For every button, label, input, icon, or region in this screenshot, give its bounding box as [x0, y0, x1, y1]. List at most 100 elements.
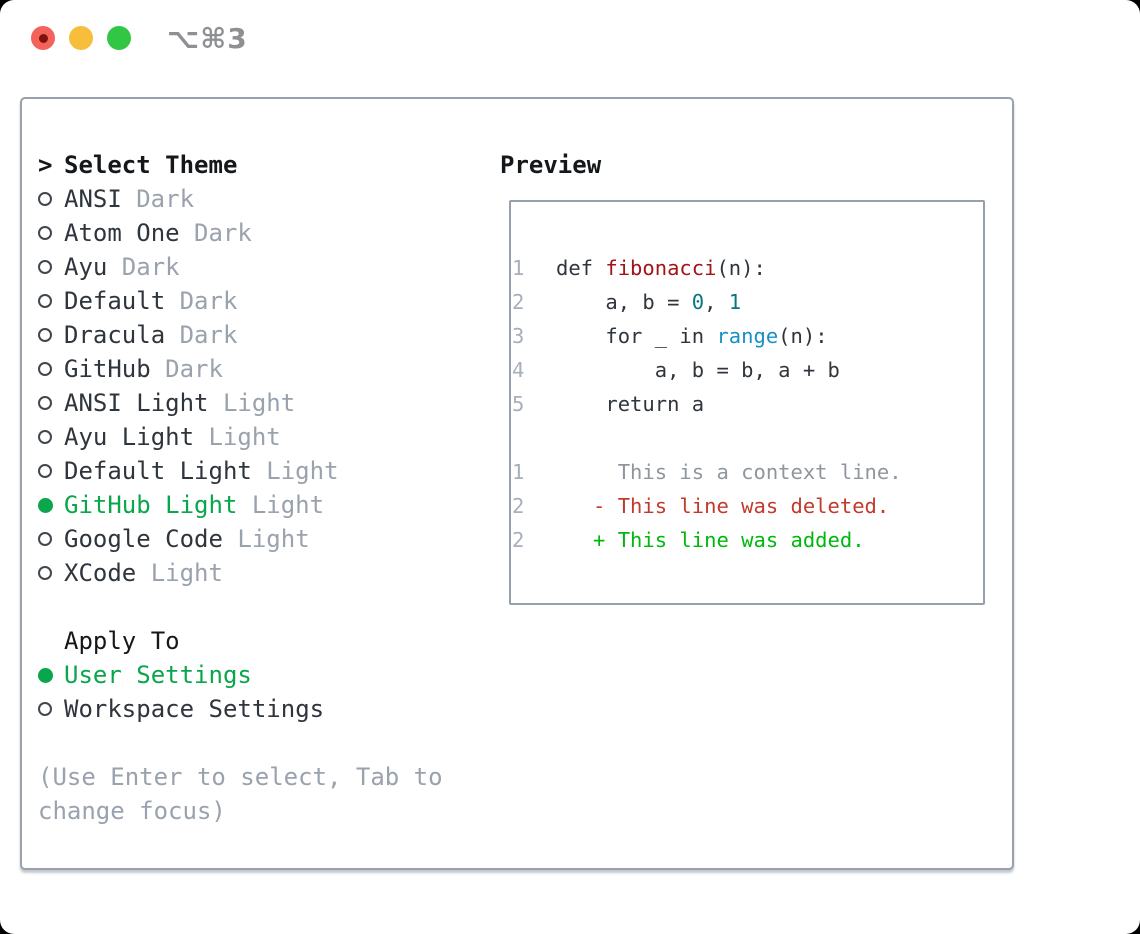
code-line	[512, 421, 983, 455]
theme-variant-label: Dark	[136, 185, 195, 213]
code-segment-del: - This line was deleted.	[556, 494, 890, 518]
radio-unselected-icon	[38, 396, 64, 410]
theme-option-label: Default	[64, 287, 166, 315]
theme-option-atom-one[interactable]: Atom One Dark	[38, 216, 443, 250]
theme-variant-label: Light	[266, 457, 339, 485]
code-line: 3 for _ in range(n):	[512, 319, 983, 353]
usage-hint: (Use Enter to select, Tab to change focu…	[38, 760, 443, 828]
theme-option-label: Atom One	[64, 219, 180, 247]
theme-option-label: ANSI Light	[64, 389, 209, 417]
theme-option-label: GitHub	[64, 355, 151, 383]
code-line: 5 return a	[512, 387, 983, 421]
select-theme-title: Select Theme	[64, 151, 238, 179]
radio-unselected-icon	[38, 702, 64, 716]
window-title: ⌥⌘3	[167, 22, 248, 55]
radio-unselected-icon	[38, 328, 64, 342]
theme-option-default[interactable]: Default Dark	[38, 284, 443, 318]
spacer	[38, 590, 443, 624]
theme-option-ansi-light[interactable]: ANSI Light Light	[38, 386, 443, 420]
code-segment-plain: a, b =	[556, 290, 692, 314]
theme-variant-label: Light	[251, 491, 325, 519]
apply-to-header: Apply To	[38, 624, 443, 658]
theme-variant-label: Dark	[179, 321, 238, 349]
hint-line-2: change focus)	[38, 797, 226, 825]
theme-variant-label: Dark	[165, 355, 223, 383]
radio-unselected-icon	[38, 464, 64, 478]
hint-line-1: (Use Enter to select, Tab to	[38, 763, 443, 791]
record-dot-icon	[38, 33, 48, 43]
spacer	[38, 726, 443, 760]
line-number: 2	[512, 290, 525, 314]
apply-option-label: User Settings	[64, 661, 252, 689]
theme-option-label: Ayu	[64, 253, 108, 281]
radio-unselected-icon	[38, 532, 64, 546]
apply-to-title: Apply To	[64, 627, 180, 655]
select-theme-header: > Select Theme	[38, 148, 443, 182]
theme-option-default-light[interactable]: Default Light Light	[38, 454, 443, 488]
theme-option-label: Ayu Light	[64, 423, 195, 451]
code-segment-plain: def	[556, 256, 606, 280]
radio-unselected-icon	[38, 294, 64, 308]
line-number: 1	[512, 460, 525, 484]
radio-unselected-icon	[38, 566, 64, 580]
theme-variant-label: Light	[237, 525, 310, 553]
code-line: 1 This is a context line.	[512, 455, 983, 489]
selection-caret-icon: >	[38, 151, 53, 179]
radio-unselected-icon	[38, 192, 64, 206]
radio-unselected-icon	[38, 226, 64, 240]
titlebar: ⌥⌘3	[0, 0, 1140, 97]
line-number: 5	[512, 392, 525, 416]
line-number: 3	[512, 324, 525, 348]
preview-title: Preview	[500, 151, 602, 179]
code-segment-builtin: range	[716, 324, 779, 348]
apply-option-workspace-settings[interactable]: Workspace Settings	[38, 692, 443, 726]
radio-selected-icon	[38, 667, 64, 683]
radio-unselected-icon	[38, 362, 64, 376]
theme-option-dracula[interactable]: Dracula Dark	[38, 318, 443, 352]
apply-option-label: Workspace Settings	[64, 695, 325, 723]
code-segment-plain: for _ in	[556, 324, 717, 348]
theme-option-ansi[interactable]: ANSI Dark	[38, 182, 443, 216]
theme-variant-label: Dark	[194, 219, 252, 247]
minimize-button[interactable]	[69, 26, 93, 50]
line-number: 2	[512, 528, 525, 552]
close-button[interactable]	[31, 26, 55, 50]
code-line: 4 a, b = b, a + b	[512, 353, 983, 387]
code-segment-plain: a, b = b, a + b	[556, 358, 840, 382]
radio-selected-icon	[38, 497, 64, 513]
code-segment-plain: (n):	[716, 256, 766, 280]
theme-option-label: Google Code	[64, 525, 223, 553]
code-line: 2 + This line was added.	[512, 523, 983, 557]
theme-variant-label: Light	[222, 389, 296, 417]
theme-variant-label: Dark	[121, 253, 180, 281]
theme-option-label: ANSI	[64, 185, 122, 213]
zoom-button[interactable]	[107, 26, 131, 50]
code-segment-ctx: This is a context line.	[556, 460, 902, 484]
theme-option-label: XCode	[64, 559, 137, 587]
radio-unselected-icon	[38, 260, 64, 274]
theme-variant-label: Dark	[179, 287, 238, 315]
code-line: 2 a, b = 0, 1	[512, 285, 983, 319]
code-segment-plain: ,	[704, 290, 729, 314]
code-segment-num: 1	[728, 290, 742, 314]
radio-unselected-icon	[38, 430, 64, 444]
theme-option-label: Dracula	[64, 321, 166, 349]
apply-option-user-settings[interactable]: User Settings	[38, 658, 443, 692]
theme-option-label: Default Light	[64, 457, 252, 485]
line-number: 4	[512, 358, 525, 382]
theme-option-github[interactable]: GitHub Dark	[38, 352, 443, 386]
line-number: 1	[512, 256, 525, 280]
theme-option-ayu[interactable]: Ayu Dark	[38, 250, 443, 284]
code-segment-plain: (n):	[778, 324, 828, 348]
theme-option-google-code[interactable]: Google Code Light	[38, 522, 443, 556]
code-segment-plain: return a	[556, 392, 705, 416]
